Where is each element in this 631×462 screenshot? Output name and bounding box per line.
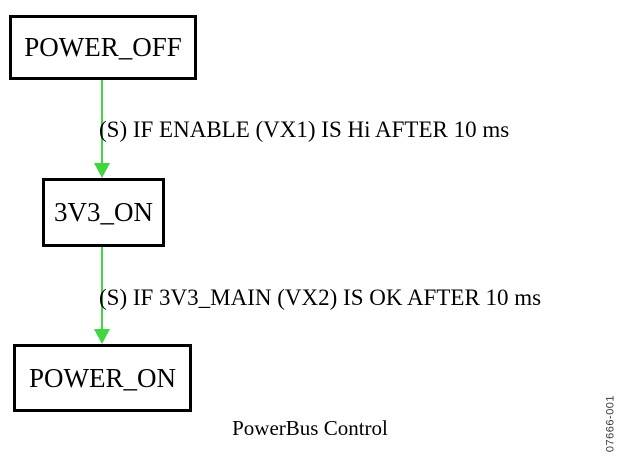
- state-box-3v3-on: 3V3_ON: [42, 178, 165, 247]
- arrow-down-icon: [94, 329, 110, 344]
- transition-arrow-line-2: [101, 247, 103, 332]
- transition-condition-1: (S) IF ENABLE (VX1) IS Hi AFTER 10 ms: [99, 117, 510, 142]
- transition-condition-2: (S) IF 3V3_MAIN (VX2) IS OK AFTER 10 ms: [99, 285, 542, 310]
- figure-code: 07666-001: [604, 394, 617, 453]
- transition-arrow-line-1: [101, 80, 103, 166]
- diagram-caption: PowerBus Control: [232, 416, 388, 440]
- state-label-3v3-on: 3V3_ON: [54, 197, 153, 227]
- state-box-power-off: POWER_OFF: [9, 15, 197, 80]
- arrow-down-icon: [94, 163, 110, 178]
- state-label-power-off: POWER_OFF: [24, 32, 182, 62]
- state-box-power-on: POWER_ON: [13, 344, 192, 412]
- state-label-power-on: POWER_ON: [29, 362, 176, 393]
